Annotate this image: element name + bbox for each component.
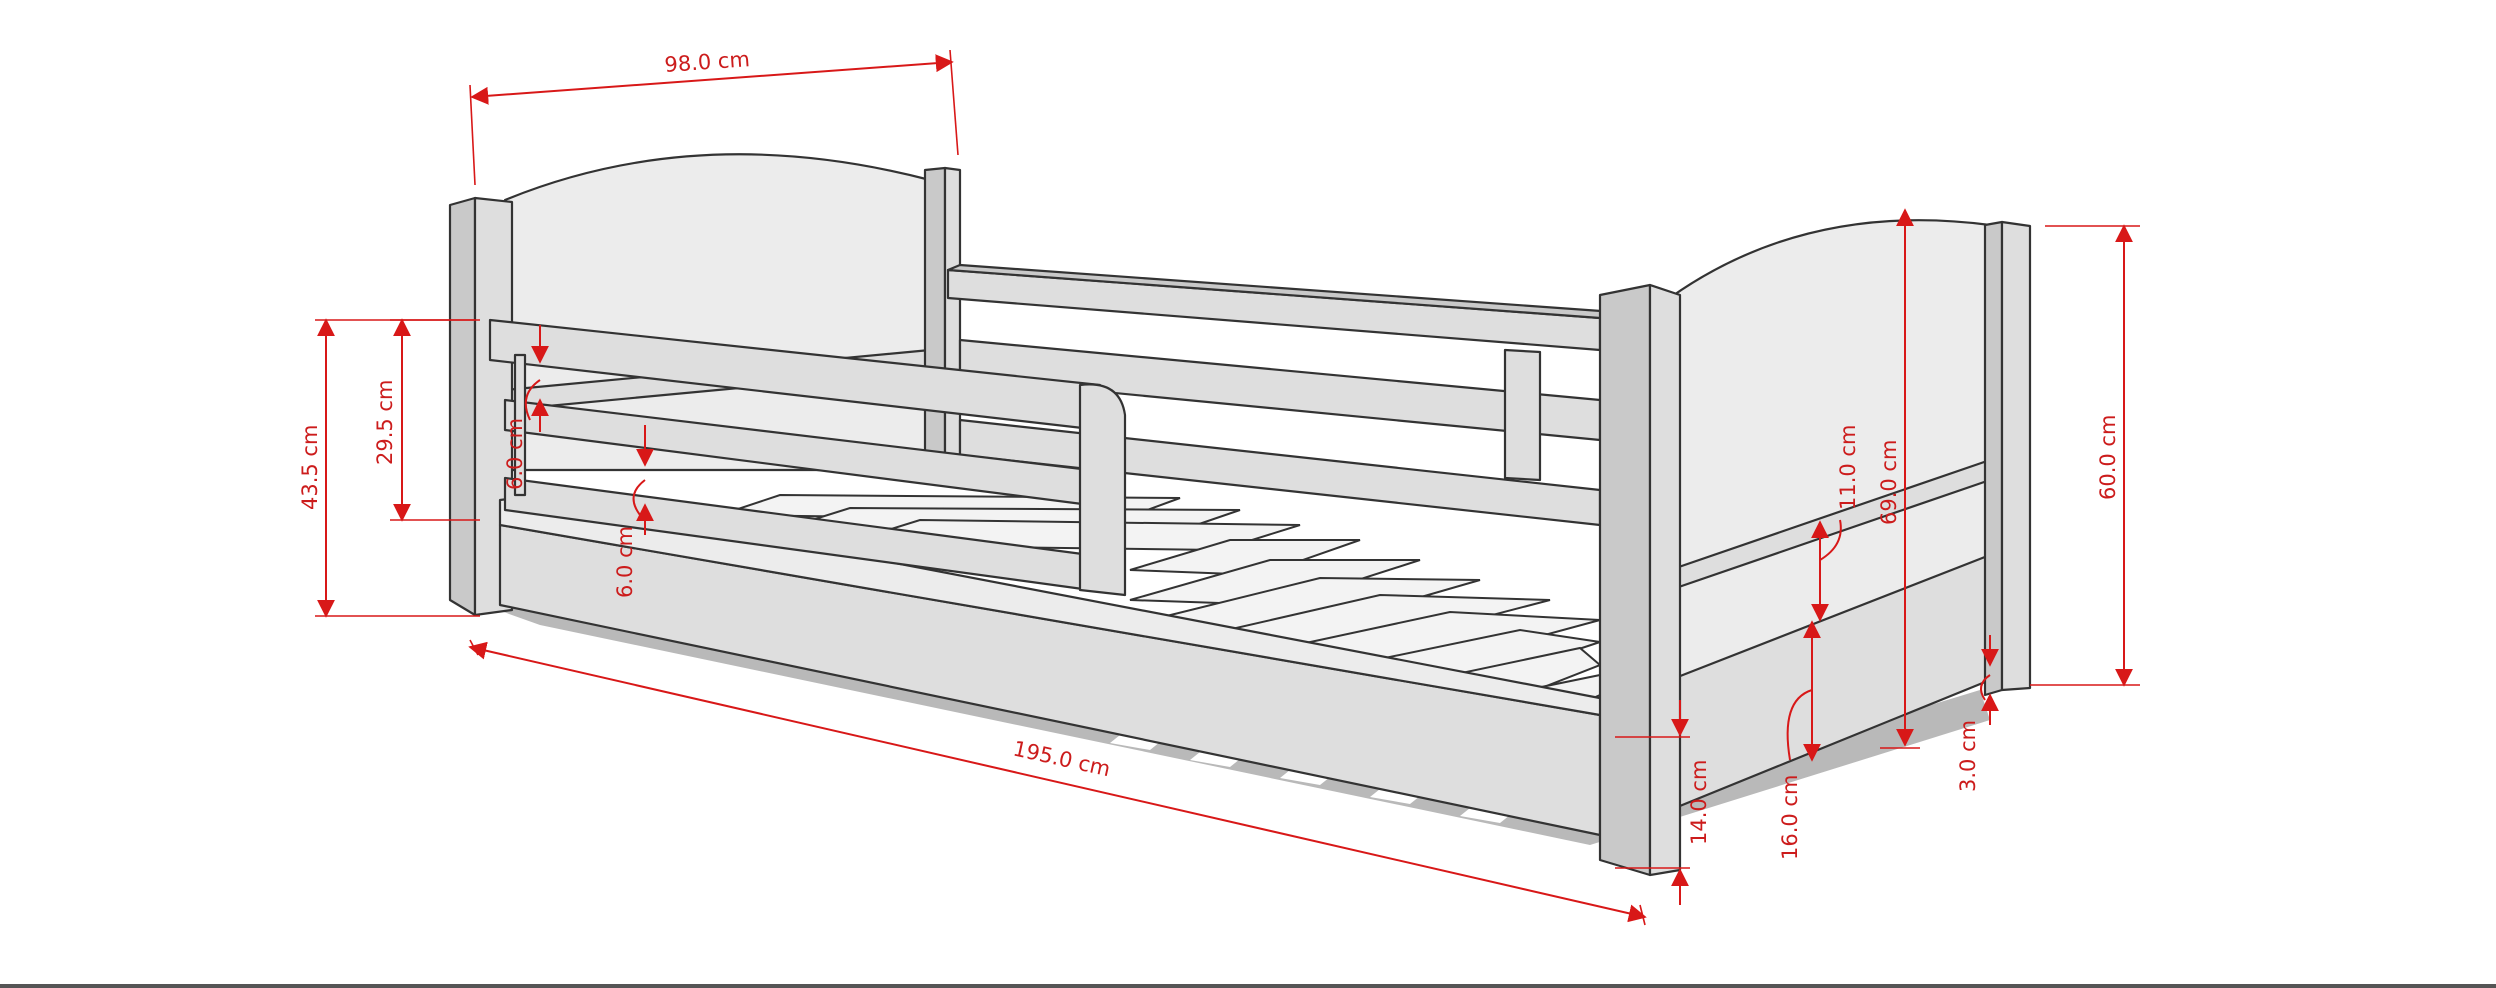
dim-headboard-height: 69.0 cm [1877, 208, 1920, 749]
dim-footboard-height-label: 60.0 cm [2096, 415, 2120, 500]
dim-footboard-height: 60.0 cm [2030, 224, 2140, 687]
dim-rail-inner: 29.5 cm [373, 318, 480, 522]
dim-width: 98.0 cm [469, 47, 959, 186]
dim-floor-clearance-label: 3.0 cm [1956, 720, 1980, 792]
dim-floor-clearance: 3.0 cm [1956, 635, 1999, 792]
dim-rail-inner-label: 29.5 cm [373, 380, 397, 465]
bottom-border [0, 984, 2496, 988]
dim-side-frame-height-label: 14.0 cm [1687, 760, 1711, 845]
back-guard-rail [946, 263, 1617, 527]
dim-panel-gap-label: 11.0 cm [1836, 425, 1860, 510]
dim-rail-gap-upper-label: 6.0 cm [503, 418, 527, 490]
dim-rail-total-label: 43.5 cm [298, 425, 322, 510]
dim-rail-gap-lower: 6.0 cm [613, 425, 654, 598]
dim-panel-gap: 11.0 cm [1811, 425, 1860, 622]
dim-drawer-height: 16.0 cm [1778, 620, 1821, 860]
dim-rail-gap-lower-label: 6.0 cm [613, 526, 637, 598]
dimension-annotations: 98.0 cm 195.0 cm 43.5 cm 29.5 cm [298, 47, 2140, 926]
dim-headboard-height-label: 69.0 cm [1877, 440, 1901, 525]
bed-illustration [448, 153, 2032, 877]
dim-side-frame-height: 14.0 cm [1615, 700, 1711, 905]
dim-drawer-height-label: 16.0 cm [1778, 775, 1802, 860]
dim-rail-gap-upper: 6.0 cm [503, 325, 549, 490]
dim-width-label: 98.0 cm [664, 47, 751, 77]
